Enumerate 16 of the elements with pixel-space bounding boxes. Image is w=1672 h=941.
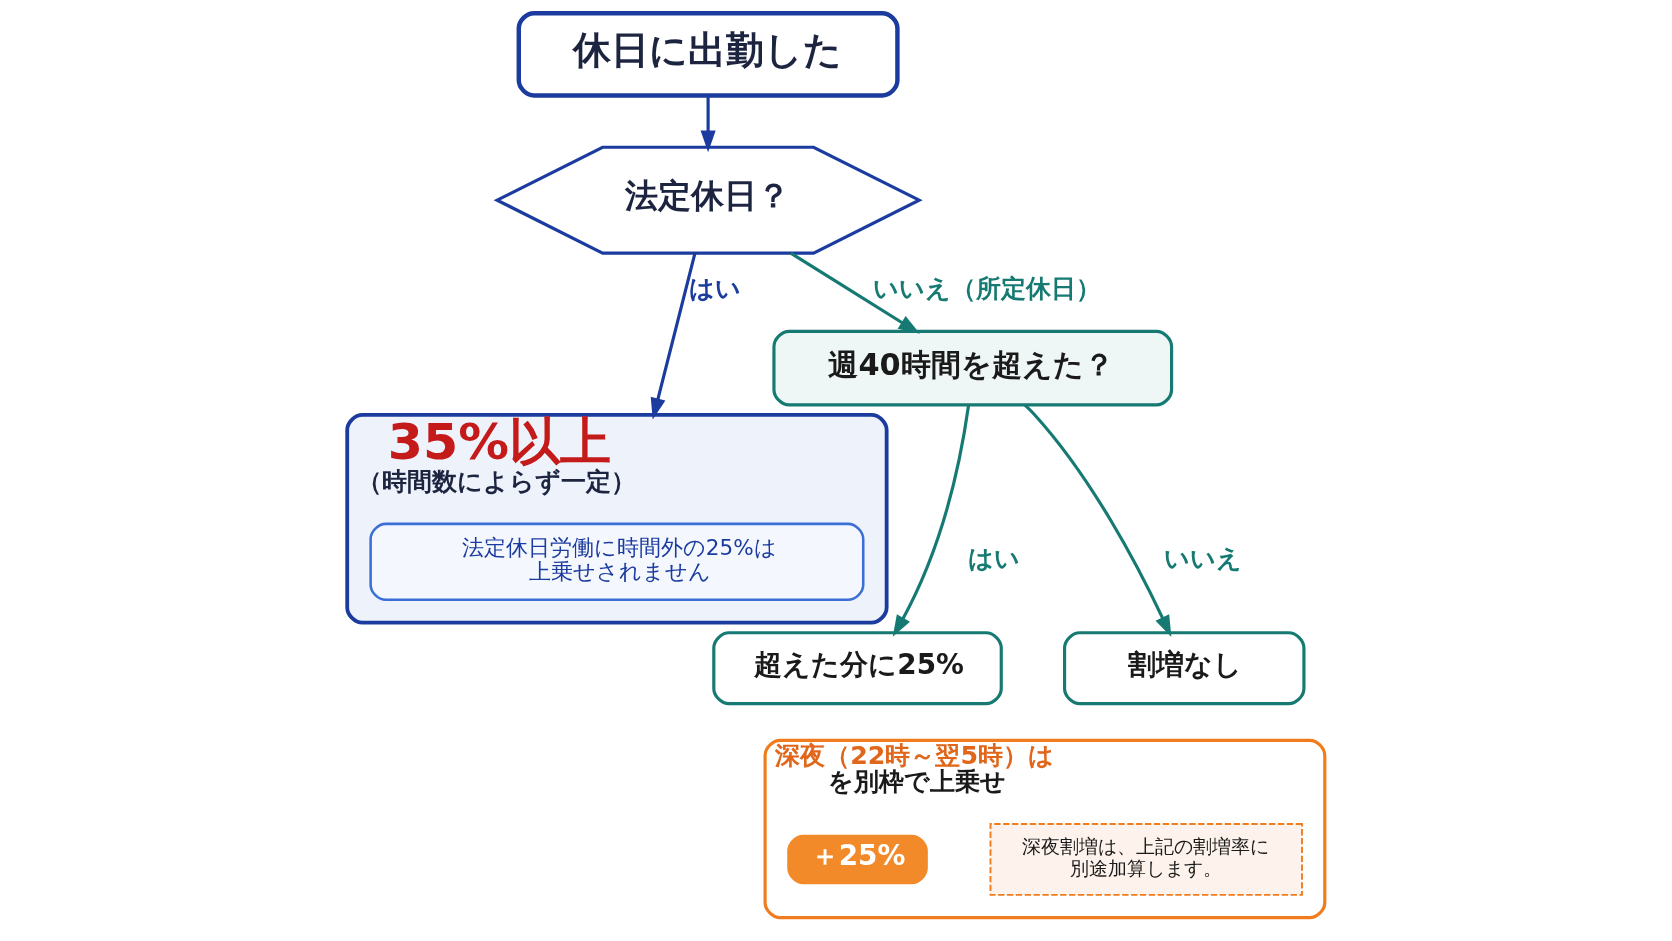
edge-label: はい [967,542,1020,573]
node-box: 割増なし [1063,631,1306,706]
arrow [892,404,971,637]
arrow [650,252,697,420]
node-box: 休日に出勤した [516,10,900,98]
node-box: 超えた分に25% [712,631,1003,706]
edge-label: いいえ [1163,542,1242,573]
node-box: 法定休日労働に時間外の25%は上乗せされません [369,522,865,602]
edge-label: はい [689,273,742,304]
node-box: 深夜割増は、上記の割増率に別途加算します。 [989,823,1303,896]
node-box: ＋25% [787,834,928,885]
arrow [1023,404,1172,638]
node-box: 週40時間を超えた？ [772,329,1174,407]
edge-label: いいえ（所定休日） [872,273,1101,304]
arrow [789,251,920,334]
arrow [700,95,716,153]
